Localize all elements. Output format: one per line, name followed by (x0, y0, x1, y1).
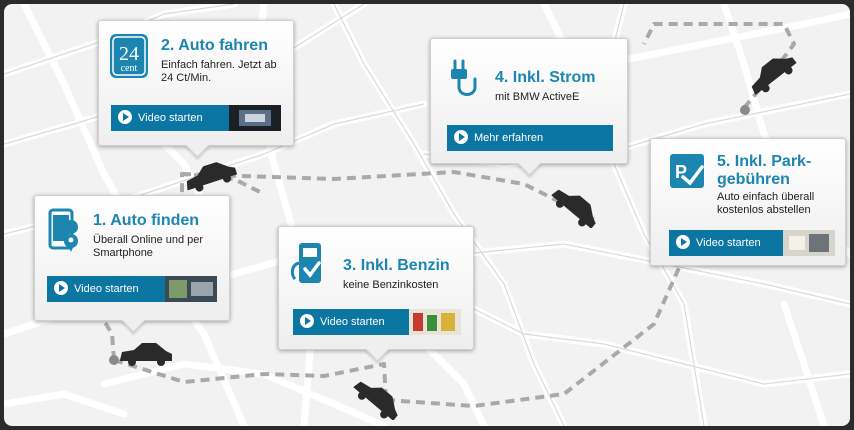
video-start-button[interactable]: Video starten (293, 309, 461, 335)
car-icon (751, 57, 797, 95)
fuel-pump-check-icon (290, 243, 321, 283)
card-subtitle: Auto einfach überall kostenlos abstellen (717, 191, 815, 216)
play-icon (54, 281, 68, 296)
play-icon (300, 314, 314, 329)
play-icon (454, 130, 468, 145)
button-label: Video starten (138, 112, 203, 124)
play-icon (118, 110, 132, 125)
video-thumbnail (783, 230, 835, 256)
button-label: Video starten (74, 283, 139, 295)
card-inkl-parkgebuehren: P 5. Inkl. Park- gebühren Auto einfach ü… (650, 138, 846, 266)
card-title: 5. Inkl. Park- gebühren (717, 153, 811, 189)
mehr-erfahren-button[interactable]: Mehr erfahren (447, 125, 613, 151)
parking-check-icon: P (670, 154, 704, 188)
icon-unit: cent (121, 63, 138, 74)
car-icon (551, 189, 596, 228)
card-inkl-strom: 4. Inkl. Strom mit BMW ActiveE Mehr erfa… (430, 38, 628, 176)
smartphone-location-icon (48, 208, 79, 252)
icon-number: 24 (119, 43, 139, 65)
card-title: 4. Inkl. Strom (495, 69, 596, 86)
card-subtitle: keine Benzinkosten (343, 279, 439, 291)
video-start-button[interactable]: Video starten (47, 276, 217, 302)
play-icon (676, 235, 690, 250)
power-plug-icon (451, 59, 477, 96)
map-frame: 1. Auto finden Überall Online und per Sm… (4, 4, 850, 426)
car-icon (353, 381, 398, 420)
card-title: 1. Auto finden (93, 212, 200, 229)
car-icon (120, 343, 172, 366)
video-start-button[interactable]: Video starten (669, 230, 835, 256)
video-thumbnail (409, 309, 461, 335)
video-thumbnail (165, 276, 217, 302)
car-icon (186, 162, 238, 192)
card-subtitle: Einfach fahren. Jetzt ab 24 Ct/Min. (161, 59, 277, 84)
card-title: 2. Auto fahren (161, 37, 268, 54)
24-cent-icon: 24 cent (110, 34, 148, 78)
card-title: 3. Inkl. Benzin (343, 257, 450, 274)
video-thumbnail (229, 105, 281, 131)
card-auto-finden: 1. Auto finden Überall Online und per Sm… (34, 195, 230, 333)
card-title-line1: 5. Inkl. Park- (717, 153, 812, 170)
card-inkl-benzin: 3. Inkl. Benzin keine Benzinkosten Video… (278, 226, 474, 362)
button-label: Video starten (696, 237, 761, 249)
card-auto-fahren: 24 cent 2. Auto fahren Einfach fahren. J… (98, 20, 294, 158)
button-label: Video starten (320, 316, 385, 328)
button-label: Mehr erfahren (474, 132, 544, 144)
card-subtitle: Überall Online und per Smartphone (93, 234, 204, 259)
video-start-button[interactable]: Video starten (111, 105, 281, 131)
card-subtitle: mit BMW ActiveE (495, 91, 580, 103)
card-title-line2: gebühren (717, 171, 790, 188)
